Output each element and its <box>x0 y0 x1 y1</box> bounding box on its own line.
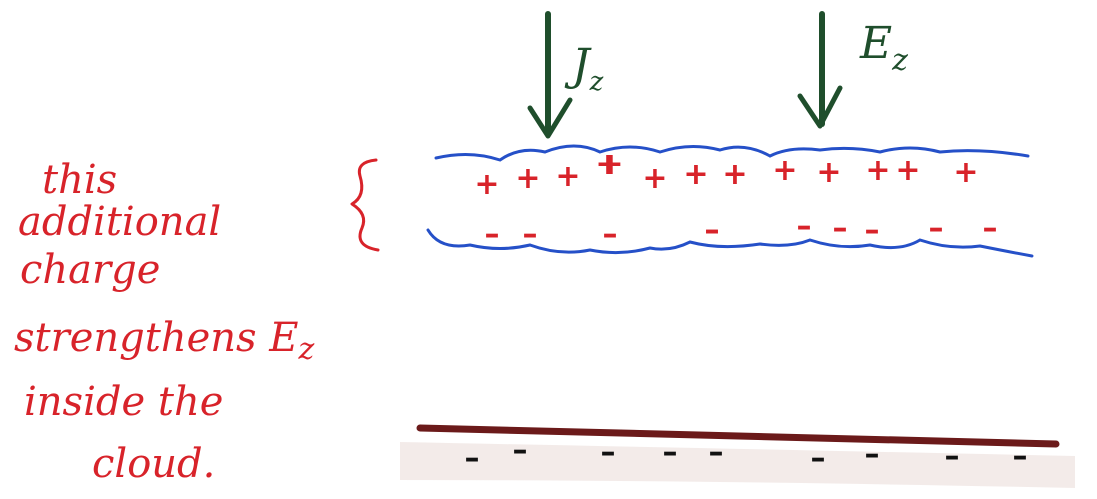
negative-charge: – <box>705 213 720 248</box>
positive-charge: + <box>683 157 708 192</box>
positive-charge: + <box>595 147 620 182</box>
ground-negative-charge: – <box>601 435 616 470</box>
positive-charge-layer: +++++++++++++++ <box>474 147 978 202</box>
negative-charge: – <box>523 217 538 252</box>
note-subscript: z <box>298 332 315 367</box>
negative-charge-layer: –––––––––– <box>485 209 998 252</box>
electric-field-arrow <box>797 11 843 129</box>
ground-shading <box>400 442 1075 488</box>
negative-charge: – <box>603 217 618 252</box>
cloud-bottom-boundary <box>426 228 1034 258</box>
positive-charge: + <box>953 155 978 190</box>
current-density-arrow <box>527 11 573 139</box>
ground-surface-line <box>416 424 1060 448</box>
ground-negative-charge: – <box>1013 439 1028 474</box>
ground-negative-charge: – <box>465 441 480 476</box>
brace <box>350 158 380 252</box>
positive-charge: + <box>642 161 667 196</box>
electric-field-label: Ez <box>859 18 908 78</box>
ground-negative-charge: – <box>709 435 724 470</box>
positive-charge: + <box>474 167 499 202</box>
negative-charge: – <box>705 213 720 248</box>
positive-charge: + <box>598 147 623 182</box>
positive-charge: + <box>865 153 890 188</box>
positive-charge: + <box>816 155 841 190</box>
positive-charge: + <box>722 157 747 192</box>
ground-charge-layer: ––––––––– <box>465 433 1028 476</box>
ground-negative-charge: – <box>811 441 826 476</box>
negative-charge: – <box>833 211 848 246</box>
ground-negative-charge: – <box>865 437 880 472</box>
note-line-3: charge <box>20 247 161 293</box>
ground-negative-charge: – <box>513 433 528 468</box>
positive-charge: + <box>895 153 920 188</box>
cloud-top-boundary <box>434 144 1030 162</box>
note-line-4-text: strengthens E <box>14 315 299 361</box>
positive-charge: + <box>555 159 580 194</box>
note-line-6: cloud. <box>92 441 216 487</box>
negative-charge: – <box>485 217 500 252</box>
positive-charge: + <box>722 157 747 192</box>
ground <box>400 424 1075 488</box>
positive-charge: + <box>683 157 708 192</box>
note-line-4: strengthens Ez <box>14 315 314 365</box>
negative-charge: – <box>865 213 880 248</box>
note-line-1: this <box>42 157 118 203</box>
current-density-label: Jz <box>564 40 604 97</box>
note-line-2: additional <box>18 199 222 245</box>
positive-charge: + <box>772 153 797 188</box>
note-line-5: inside the <box>24 379 224 425</box>
negative-charge: – <box>929 211 944 246</box>
negative-charge: – <box>797 209 812 244</box>
ground-negative-charge: – <box>945 439 960 474</box>
ground-negative-charge: – <box>663 435 678 470</box>
positive-charge: + <box>515 161 540 196</box>
negative-charge: – <box>983 211 998 246</box>
